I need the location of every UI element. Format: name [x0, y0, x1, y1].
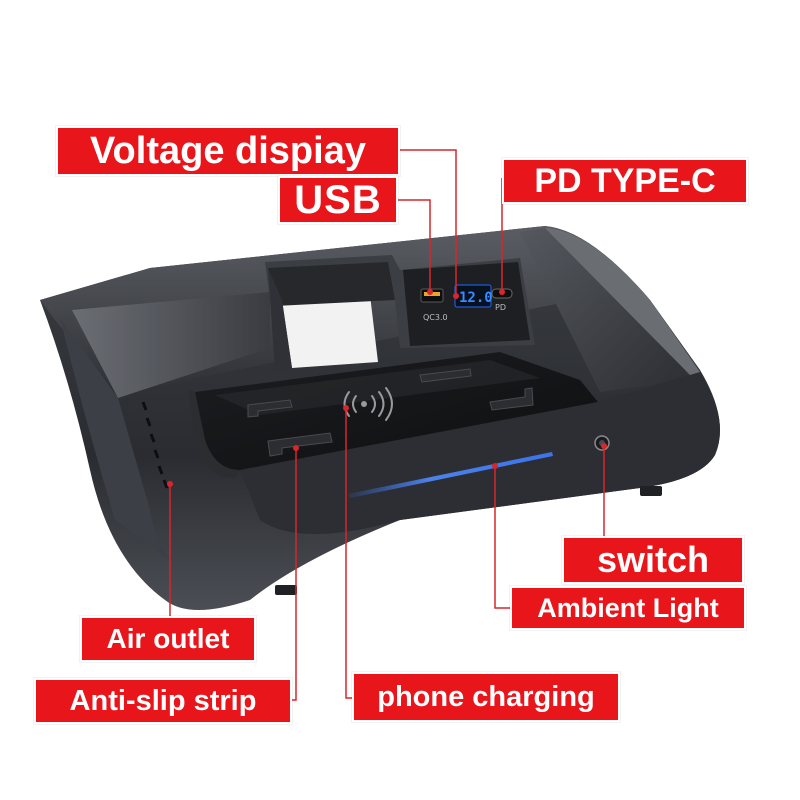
callout-phone-charging: phone charging: [352, 672, 620, 722]
left-inner-wall: [72, 292, 270, 398]
voltage-reading: 12.0: [459, 290, 493, 306]
callout-air-outlet: Air outlet: [80, 616, 256, 662]
callout-ambient-light: Ambient Light: [510, 586, 746, 630]
ambient-light-strip: [348, 452, 553, 498]
callout-usb: USB: [278, 176, 398, 224]
callout-switch: switch: [562, 536, 744, 584]
callout-voltage-display: Voltage dispiay: [56, 126, 400, 176]
callout-anti-slip-strip: Anti-slip strip: [34, 678, 292, 724]
wireless-charging-icon: [343, 387, 393, 421]
pd-port-label: PD: [495, 303, 506, 312]
air-outlet: [141, 401, 169, 489]
anti-slip-strips: [247, 368, 534, 457]
callout-pd-type-c: PD TYPE-C: [502, 158, 748, 204]
usb-port-label: QC3.0: [423, 313, 448, 322]
phone-window: [282, 295, 378, 368]
right-inner-wall: [520, 228, 690, 392]
left-front-face: [60, 318, 170, 560]
